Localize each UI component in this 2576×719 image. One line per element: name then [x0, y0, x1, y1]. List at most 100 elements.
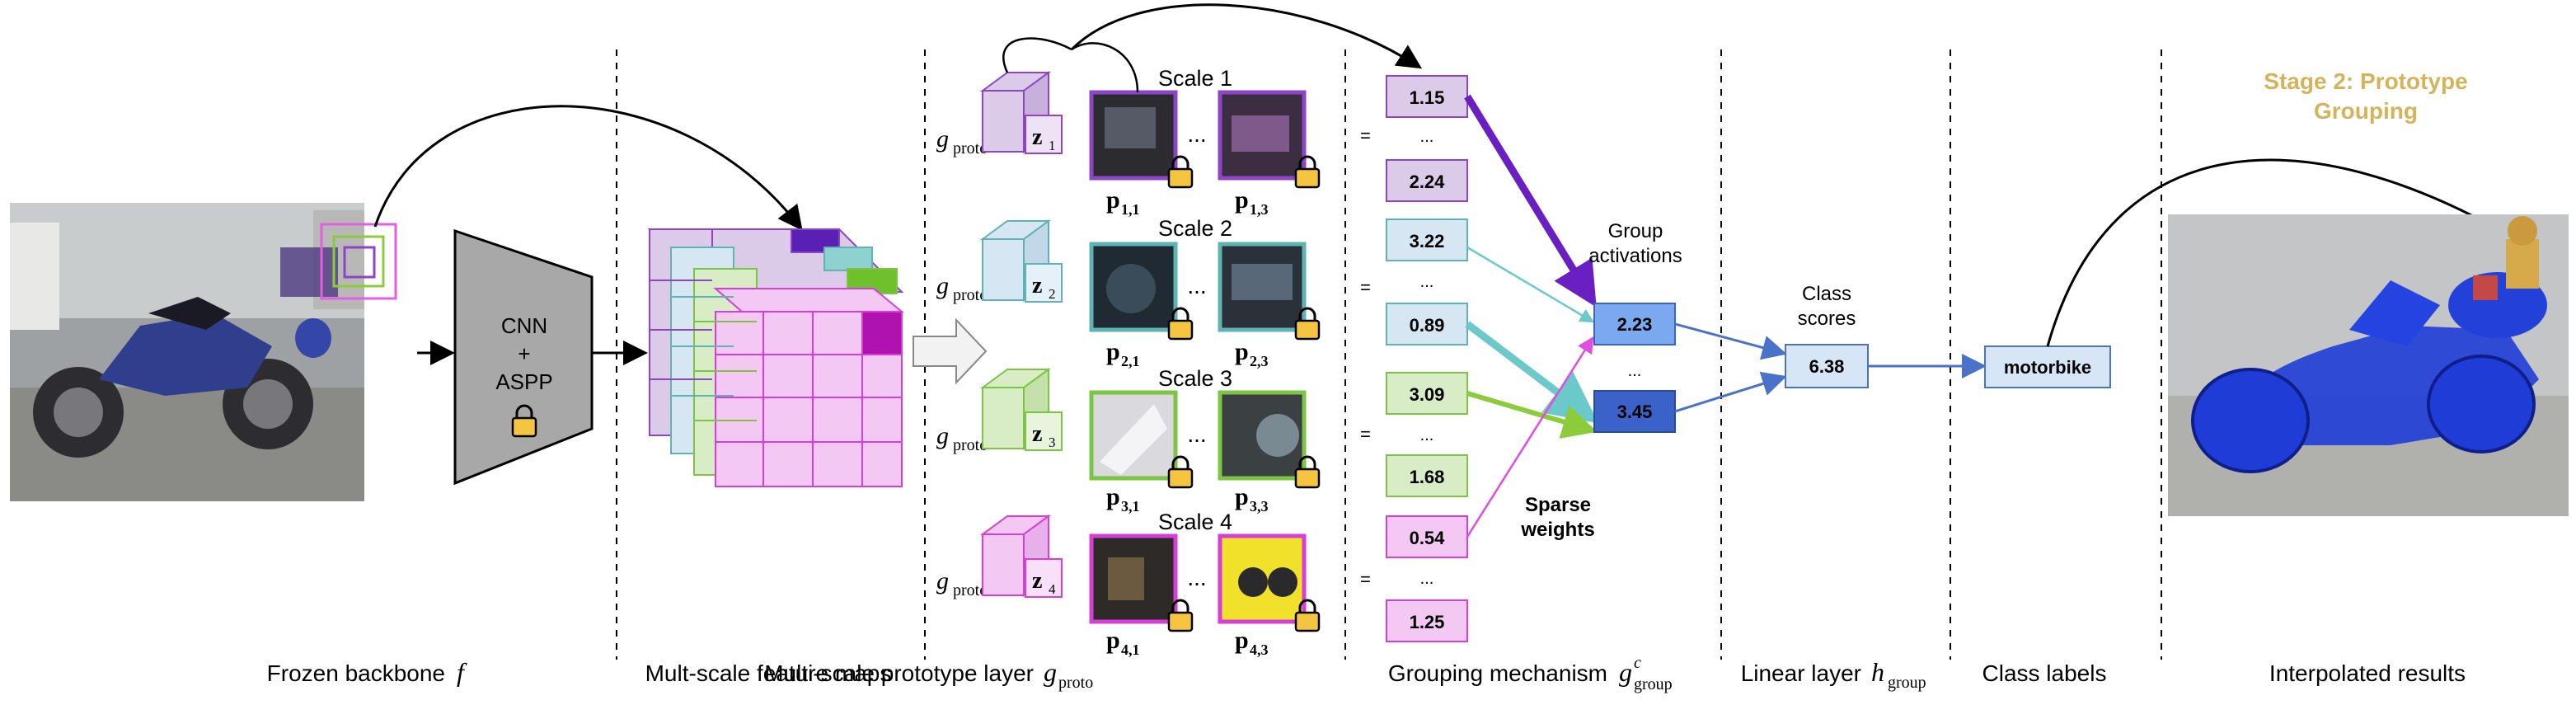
caption-class-labels: Class labels [1982, 660, 2107, 686]
similarity-scores: = = = = 1.15 ... 2.24 3.22 ... 0.89 3.09… [1360, 75, 1468, 642]
svg-text:p: p [1235, 186, 1249, 214]
svg-text:proto: proto [953, 436, 988, 454]
svg-text:...: ... [1420, 128, 1434, 146]
svg-text:=: = [1360, 424, 1371, 444]
svg-text:g: g [1044, 657, 1057, 687]
svg-text:...: ... [1187, 421, 1206, 447]
sim-7: 0.54 [1410, 528, 1446, 548]
stage-title-line2: Grouping [2314, 98, 2418, 124]
svg-text:proto: proto [953, 139, 988, 157]
svg-text:proto: proto [1058, 674, 1093, 692]
svg-text:g: g [936, 567, 949, 594]
svg-text:1,3: 1,3 [1250, 201, 1269, 218]
svg-text:Class: Class [1802, 283, 1851, 305]
svg-text:4: 4 [1049, 581, 1056, 597]
svg-text:group: group [1888, 674, 1926, 692]
svg-text:p: p [1106, 186, 1120, 214]
class-label: motorbike [2004, 357, 2091, 378]
caption-feature-maps: Mult-scale feature maps [645, 660, 892, 686]
skip-arrow [373, 105, 803, 231]
column-captions: Frozen backbone f Mult-scale feature map… [267, 654, 2466, 693]
z1-connection-arrow [1070, 3, 1423, 69]
svg-text:4,3: 4,3 [1250, 641, 1269, 658]
class-score-value: 6.38 [1809, 356, 1845, 377]
sim-4: 0.89 [1410, 315, 1445, 336]
group-activation-2: 3.45 [1617, 402, 1653, 422]
svg-text:activations: activations [1588, 245, 1682, 267]
proto-row-1: g proto z 1 Scale 1 ... p 1,1 p 1,3 [936, 66, 1321, 218]
svg-text:=: = [1360, 125, 1371, 146]
result-arrow [2046, 158, 2527, 347]
caption-proto-layer: Multi-scale prototype layer [764, 660, 1034, 686]
cnn-aspp-block: CNN + ASPP [453, 228, 594, 486]
svg-text:=: = [1360, 277, 1371, 298]
cnn-plus: + [518, 341, 530, 366]
cnn-label: CNN [501, 313, 547, 338]
svg-text:h: h [1871, 657, 1884, 687]
caption-interpolated: Interpolated results [2269, 660, 2466, 686]
group-activations: Group activations 2.23 ... 3.45 [1588, 220, 1682, 433]
caption-backbone: Frozen backbone [267, 660, 445, 686]
svg-text:3: 3 [1049, 435, 1056, 450]
proto-row-3: g proto z 3 Scale 3 ... p 3,1 p 3,3 [936, 366, 1321, 515]
svg-text:g: g [936, 125, 949, 153]
scale-3-label: Scale 3 [1158, 366, 1232, 391]
class-label-box: motorbike [1984, 345, 2111, 388]
equals-signs: = = = = [1360, 125, 1371, 590]
svg-text:...: ... [1187, 121, 1206, 147]
svg-text:weights: weights [1520, 519, 1594, 541]
sim-8: 1.25 [1410, 612, 1445, 632]
aspp-label: ASPP [495, 369, 552, 394]
svg-text:p: p [1235, 338, 1249, 365]
svg-text:...: ... [1420, 426, 1434, 444]
svg-text:z: z [1032, 568, 1042, 594]
input-image [10, 203, 397, 501]
svg-text:g: g [936, 422, 949, 449]
svg-text:g: g [936, 272, 949, 299]
svg-text:2: 2 [1049, 286, 1056, 302]
feature-maps [647, 228, 904, 487]
svg-text:p: p [1235, 483, 1249, 510]
svg-text:c: c [1634, 654, 1641, 672]
group-activation-1: 2.23 [1617, 314, 1653, 335]
svg-text:3,1: 3,1 [1121, 498, 1140, 515]
svg-text:p: p [1235, 627, 1249, 654]
svg-text:f: f [457, 657, 467, 687]
svg-text:proto: proto [953, 286, 988, 304]
caption-linear: Linear layer [1741, 660, 1861, 686]
svg-text:g: g [1619, 657, 1632, 687]
svg-text:p: p [1106, 627, 1120, 654]
svg-text:2,3: 2,3 [1250, 353, 1269, 369]
scale-4-label: Scale 4 [1158, 510, 1232, 534]
sim-3: 3.22 [1410, 231, 1445, 251]
svg-text:=: = [1360, 569, 1371, 590]
svg-text:1: 1 [1049, 138, 1056, 153]
scale-2-label: Scale 2 [1158, 216, 1232, 241]
sim-2: 2.24 [1410, 172, 1446, 192]
scale-1-label: Scale 1 [1158, 66, 1232, 91]
sparse-weight-arrows [1464, 94, 1599, 538]
svg-text:...: ... [1187, 565, 1206, 590]
svg-text:2,1: 2,1 [1121, 353, 1140, 369]
svg-text:1,1: 1,1 [1121, 201, 1140, 218]
svg-text:4,1: 4,1 [1121, 641, 1140, 658]
svg-text:...: ... [1187, 273, 1206, 298]
svg-text:proto: proto [953, 581, 988, 599]
class-scores: Class scores 6.38 [1785, 283, 1869, 388]
forward-arrow-icon [913, 317, 988, 385]
sim-1: 1.15 [1410, 87, 1445, 108]
svg-text:group: group [1634, 675, 1673, 693]
proto-row-2: g proto z 2 Scale 2 ... p 2,1 p 2,3 [936, 216, 1321, 369]
svg-text:z: z [1032, 421, 1042, 447]
svg-text:Group: Group [1608, 220, 1663, 242]
svg-text:scores: scores [1798, 308, 1856, 330]
svg-text:...: ... [1420, 570, 1434, 588]
svg-text:z: z [1032, 273, 1042, 298]
proto-row-4: g proto z 4 Scale 4 ... p 4,1 p 4,3 [936, 510, 1321, 658]
caption-grouping: Grouping mechanism [1388, 660, 1607, 686]
sparse-weights-label: Sparse [1525, 494, 1591, 516]
svg-text:p: p [1106, 338, 1120, 365]
sim-5: 3.09 [1410, 384, 1445, 405]
sim-6: 1.68 [1410, 467, 1445, 487]
